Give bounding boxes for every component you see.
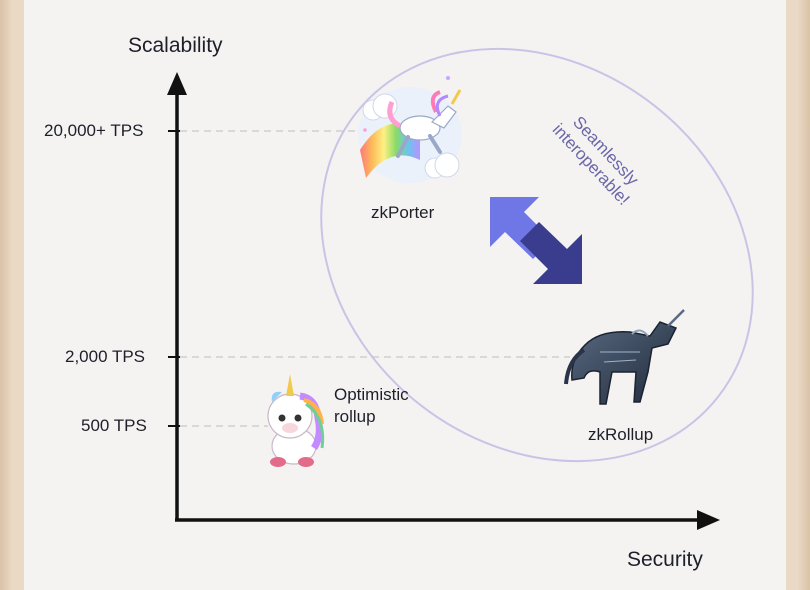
y-axis-arrowhead <box>167 72 187 95</box>
arrow-down-right-icon <box>520 222 582 284</box>
tick-label-2000: 2,000 TPS <box>65 347 146 366</box>
zkporter-label: zkPorter <box>371 203 435 222</box>
zkrollup-label: zkRollup <box>588 425 654 444</box>
y-axis-label: Scalability <box>128 34 223 57</box>
robot-unicorn-icon <box>564 309 685 405</box>
plush-unicorn-icon <box>267 374 325 467</box>
ecosystem-ellipse <box>320 47 754 463</box>
tick-label-20000: 20,000+ TPS <box>44 121 144 140</box>
tick-label-500: 500 TPS <box>81 416 147 435</box>
x-axis-arrowhead <box>697 510 720 530</box>
rainbow-unicorn-icon <box>358 76 462 183</box>
x-axis-label: Security <box>627 548 703 571</box>
optimistic-rollup-label: Optimistic rollup <box>334 385 409 426</box>
